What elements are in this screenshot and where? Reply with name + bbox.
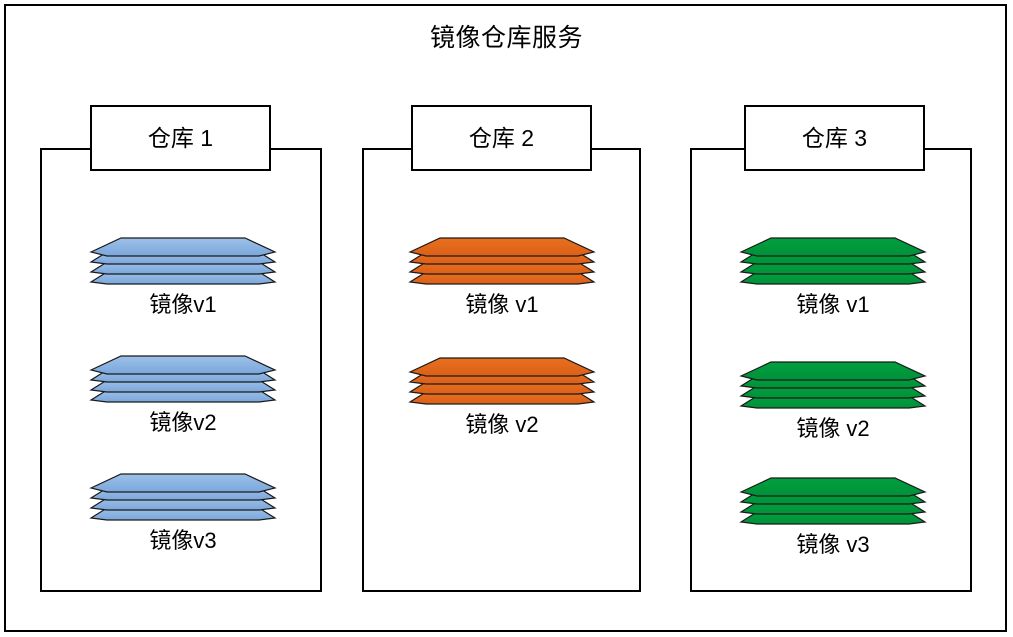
layer-stack-repo3-v2 (739, 360, 927, 409)
repository-title-3: 仓库 3 (801, 125, 868, 151)
layer-stack-repo1-v2 (89, 354, 277, 403)
image-item-repo3-v2[interactable]: 镜像 v2 (739, 360, 927, 444)
layer-stack-repo2-v1 (408, 236, 596, 285)
image-item-repo2-v1[interactable]: 镜像 v1 (408, 236, 596, 320)
image-label-repo2-v1: 镜像 v1 (465, 292, 539, 317)
page-title: 镜像仓库服务 (429, 24, 583, 52)
image-item-repo1-v3[interactable]: 镜像v3 (89, 472, 277, 556)
image-label-repo1-v2: 镜像v2 (149, 410, 217, 435)
layer-stack-repo2-v2 (408, 356, 596, 405)
layer-stack-repo3-v3 (739, 476, 927, 525)
layer-stack-repo3-v1 (739, 236, 927, 285)
image-label-repo1-v1: 镜像v1 (149, 292, 217, 317)
image-label-repo3-v1: 镜像 v1 (796, 292, 870, 317)
image-item-repo2-v2[interactable]: 镜像 v2 (408, 356, 596, 440)
repository-header-3[interactable]: 仓库 3 (744, 105, 925, 171)
image-item-repo3-v1[interactable]: 镜像 v1 (739, 236, 927, 320)
image-label-repo3-v3: 镜像 v3 (796, 532, 870, 557)
layer-stack-repo1-v1 (89, 236, 277, 285)
repository-header-1[interactable]: 仓库 1 (90, 105, 271, 171)
image-label-repo2-v2: 镜像 v2 (465, 412, 539, 437)
repository-title-2: 仓库 2 (468, 125, 535, 151)
image-label-repo3-v2: 镜像 v2 (796, 416, 870, 441)
image-item-repo1-v1[interactable]: 镜像v1 (89, 236, 277, 320)
repository-title-1: 仓库 1 (147, 125, 214, 151)
image-item-repo1-v2[interactable]: 镜像v2 (89, 354, 277, 438)
image-item-repo3-v3[interactable]: 镜像 v3 (739, 476, 927, 560)
repository-header-2[interactable]: 仓库 2 (411, 105, 592, 171)
layer-stack-repo1-v3 (89, 472, 277, 521)
image-label-repo1-v3: 镜像v3 (149, 528, 217, 553)
